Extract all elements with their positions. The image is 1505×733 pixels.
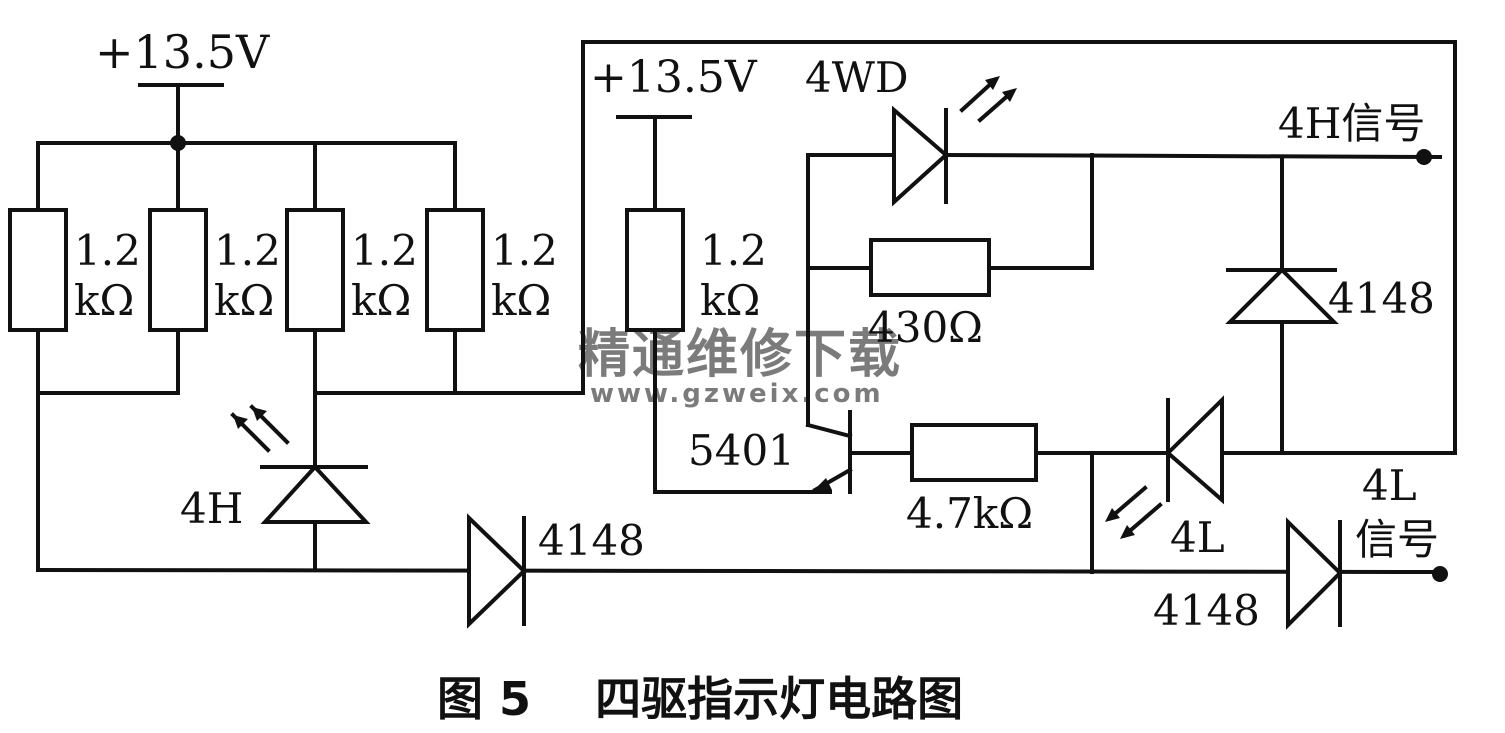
figure-caption: 图 5 四驱指示灯电路图 — [437, 672, 963, 726]
resistor-3-value: 1.2 — [351, 226, 418, 275]
left-supply: +13.5V — [95, 25, 270, 151]
diode-middle-label: 4148 — [538, 516, 645, 565]
signal-4l-label-line1: 4L — [1362, 461, 1417, 510]
watermark-url: www.gzweix.com — [590, 379, 884, 409]
supply-label-right: +13.5V — [590, 52, 758, 103]
resistor-3-unit: kΩ — [351, 276, 411, 325]
diode-output-label: 4148 — [1153, 586, 1260, 635]
resistor-1-unit: kΩ — [74, 276, 134, 325]
led-4wd: 4WD — [805, 53, 1443, 207]
resistor-3: 1.2 kΩ — [285, 208, 418, 332]
resistor-4-value: 1.2 — [491, 226, 558, 275]
resistor-1-value: 1.2 — [74, 226, 141, 275]
resistor-4-7k: 4.7kΩ — [906, 423, 1170, 538]
resistor-2-value: 1.2 — [214, 226, 281, 275]
resistor-1: 1.2 kΩ — [8, 208, 141, 332]
diode-4148-right: 4148 — [1225, 155, 1435, 455]
diode-4148-output: 4148 — [1153, 517, 1448, 635]
resistor-5: 1.2 kΩ — [625, 208, 832, 494]
signal-4h-label: 4H信号 — [1278, 99, 1425, 148]
resistor-4-unit: kΩ — [491, 276, 551, 325]
resistor-bank-wires — [36, 141, 585, 572]
led-4l: 4L — [1105, 395, 1457, 562]
resistor-5-unit: kΩ — [700, 276, 760, 325]
led-4wd-label: 4WD — [805, 53, 909, 102]
transistor-label: 5401 — [688, 426, 795, 475]
resistor-5-value: 1.2 — [700, 226, 767, 275]
diode-right-label: 4148 — [1328, 274, 1435, 323]
resistor-430-label: 430Ω — [868, 303, 983, 352]
bottom-rail — [35, 451, 1443, 575]
resistor-2: 1.2 kΩ — [148, 208, 281, 332]
diode-4148-middle: 4148 — [467, 513, 645, 629]
watermark-cn: 精通维修下载 — [578, 325, 902, 385]
right-supply: +13.5V — [590, 52, 758, 212]
signal-4l-label-line2: 信号 — [1355, 515, 1439, 564]
module-box — [581, 40, 1457, 455]
led-4h-label: 4H — [180, 484, 243, 533]
resistor-430: 430Ω — [806, 153, 1094, 352]
led-4l-label: 4L — [1170, 513, 1225, 562]
supply-label-left: +13.5V — [95, 25, 270, 79]
resistor-4: 1.2 kΩ — [425, 208, 558, 332]
resistor-47-label: 4.7kΩ — [906, 489, 1033, 538]
led-4h: 4H — [180, 404, 371, 533]
watermark: 精通维修下载 www.gzweix.com — [578, 325, 902, 409]
resistor-2-unit: kΩ — [214, 276, 274, 325]
transistor-5401: 5401 — [688, 153, 914, 494]
